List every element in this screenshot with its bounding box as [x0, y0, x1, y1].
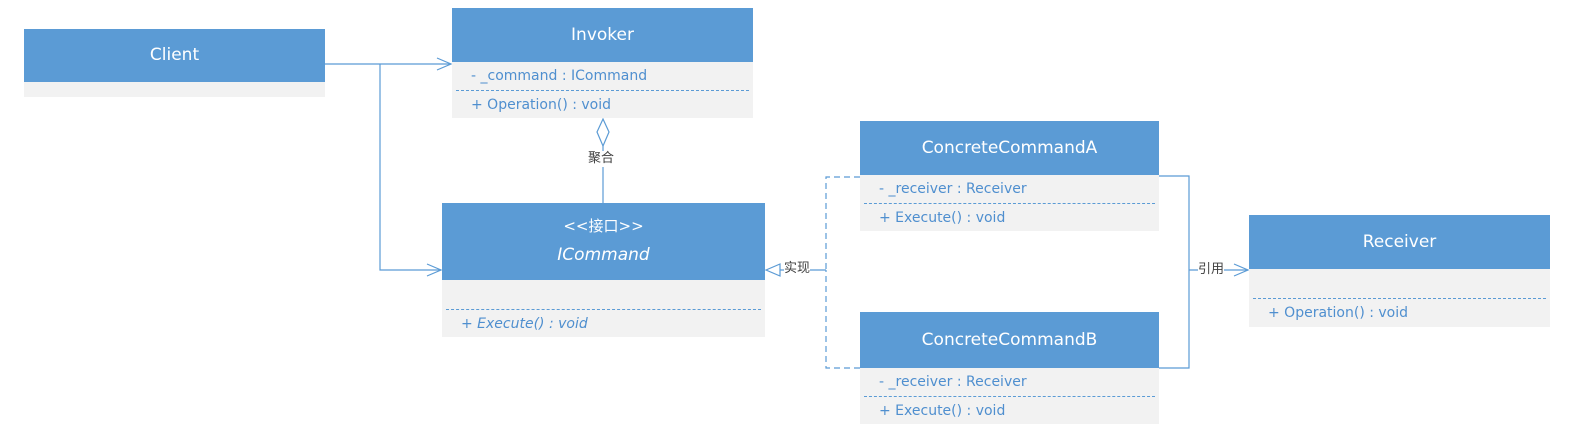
- class-concrete-command-a[interactable]: ConcreteCommandA - _receiver : Receiver …: [860, 121, 1159, 231]
- interface-icommand-attributes: [442, 280, 765, 309]
- aggregation-diamond: [596, 117, 610, 148]
- realization-label: 实现: [784, 261, 811, 277]
- interface-icommand-header: <<接口>> ICommand: [442, 203, 765, 280]
- class-receiver[interactable]: Receiver + Operation() : void: [1249, 215, 1550, 327]
- arrowhead-client-invoker: [436, 57, 453, 71]
- class-invoker-attribute: - _command : ICommand: [471, 68, 648, 84]
- realization-line-b: [825, 270, 860, 369]
- class-concrete-command-a-attribute: - _receiver : Receiver: [879, 181, 1027, 197]
- class-client-header: Client: [24, 29, 325, 82]
- interface-icommand-name: ICommand: [557, 245, 650, 266]
- class-receiver-header: Receiver: [1249, 215, 1550, 269]
- class-client-name: Client: [149, 45, 200, 66]
- class-concrete-command-a-operation: + Execute() : void: [879, 210, 1006, 226]
- interface-icommand-separator: [446, 309, 761, 310]
- class-client[interactable]: Client: [24, 29, 325, 97]
- reference-line-a: [1159, 175, 1190, 270]
- class-invoker-operation: + Operation() : void: [471, 97, 612, 113]
- association-client-icommand: [379, 64, 441, 271]
- class-concrete-command-b-operation: + Execute() : void: [879, 403, 1006, 419]
- class-invoker[interactable]: Invoker - _command : ICommand + Operatio…: [452, 8, 753, 118]
- reference-line-b: [1159, 270, 1190, 369]
- class-invoker-header: Invoker: [452, 8, 753, 62]
- aggregation-label: 聚合: [588, 151, 615, 167]
- arrowhead-client-icommand: [426, 263, 443, 277]
- class-concrete-command-b-header: ConcreteCommandB: [860, 312, 1159, 368]
- class-invoker-name: Invoker: [571, 24, 634, 45]
- class-receiver-separator: [1253, 298, 1546, 299]
- class-concrete-command-b-name: ConcreteCommandB: [921, 329, 1098, 350]
- class-receiver-operation: + Operation() : void: [1268, 305, 1409, 321]
- class-receiver-name: Receiver: [1362, 231, 1437, 252]
- interface-icommand[interactable]: <<接口>> ICommand + Execute() : void: [442, 203, 765, 337]
- class-concrete-command-a-separator: [864, 203, 1155, 204]
- class-concrete-command-a-header: ConcreteCommandA: [860, 121, 1159, 175]
- interface-stereotype: <<接口>>: [563, 217, 644, 236]
- class-receiver-attributes: [1249, 269, 1550, 298]
- interface-icommand-operation: + Execute() : void: [461, 315, 588, 332]
- realization-line-a: [825, 176, 860, 270]
- arrowhead-reference: [1233, 263, 1250, 277]
- class-invoker-separator: [456, 90, 749, 91]
- class-concrete-command-a-name: ConcreteCommandA: [921, 137, 1098, 158]
- class-concrete-command-b-attribute: - _receiver : Receiver: [879, 374, 1027, 390]
- reference-label: 引用: [1198, 262, 1225, 278]
- class-concrete-command-b[interactable]: ConcreteCommandB - _receiver : Receiver …: [860, 312, 1159, 424]
- realization-triangle: [764, 263, 781, 277]
- class-concrete-command-b-separator: [864, 396, 1155, 397]
